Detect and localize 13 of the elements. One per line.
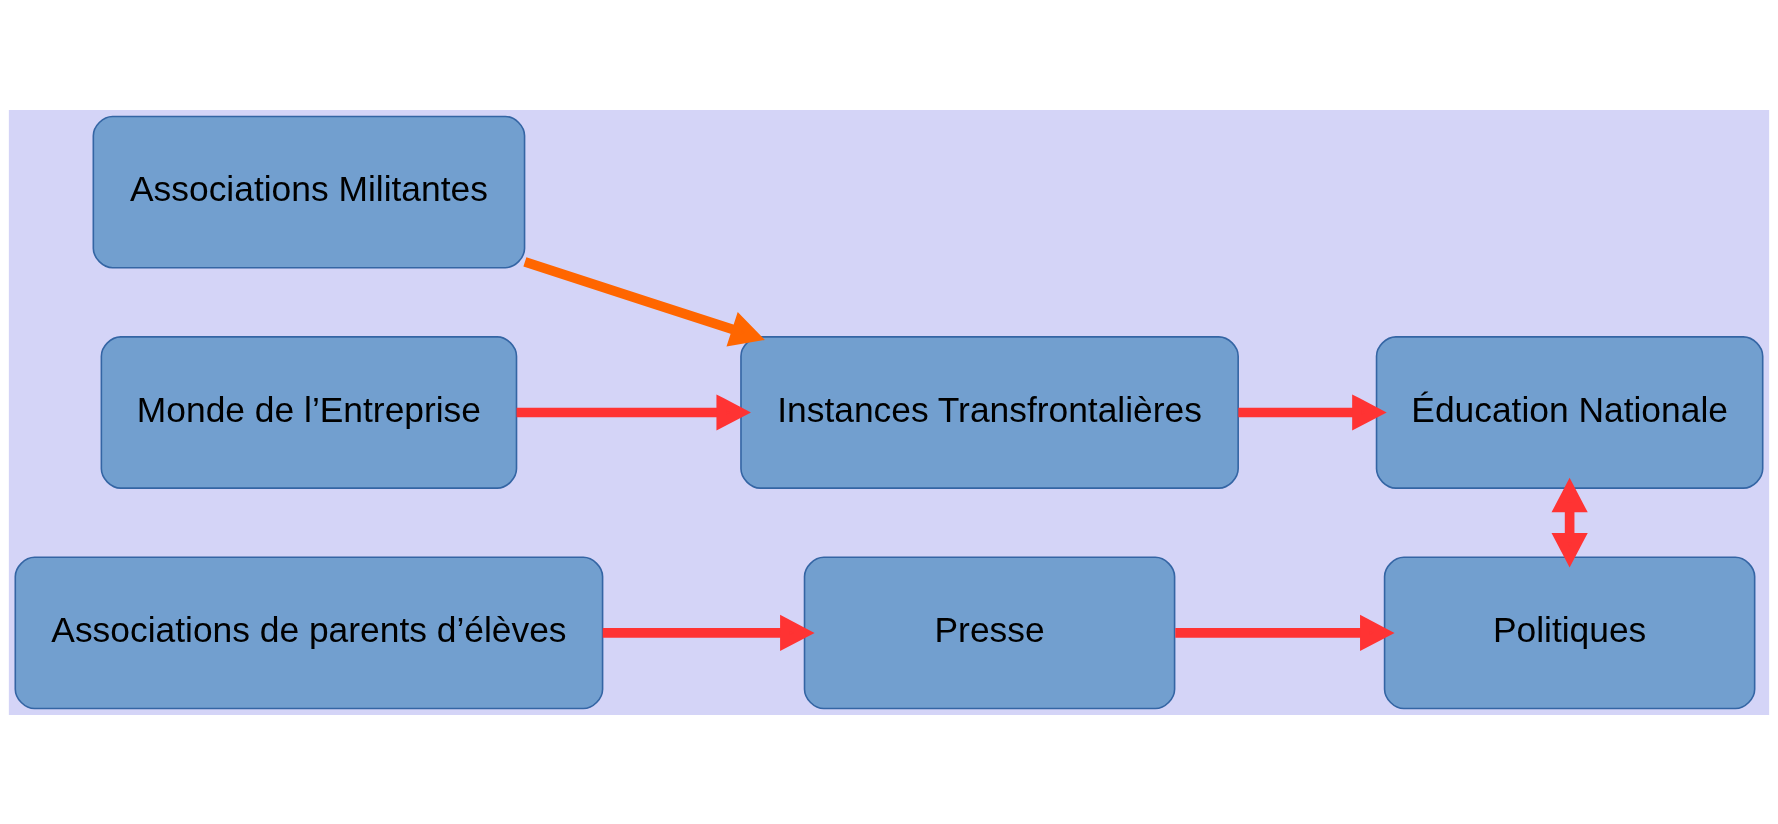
arrow: [1175, 614, 1395, 651]
arrow: [602, 614, 815, 651]
node-box: Éducation Nationale: [1375, 335, 1764, 489]
node-box: Monde de l’Entreprise: [100, 335, 518, 489]
node-box: Associations Militantes: [92, 115, 526, 268]
node-box: Politiques: [1383, 556, 1756, 709]
arrow: [516, 393, 751, 431]
arrow: [1551, 477, 1588, 568]
arrow: [523, 256, 765, 346]
node-box: Associations de parents d’élèves: [14, 556, 604, 709]
node-box: Instances Transfrontalières: [740, 335, 1239, 489]
arrow: [1238, 393, 1387, 431]
node-box: Presse: [803, 556, 1176, 709]
